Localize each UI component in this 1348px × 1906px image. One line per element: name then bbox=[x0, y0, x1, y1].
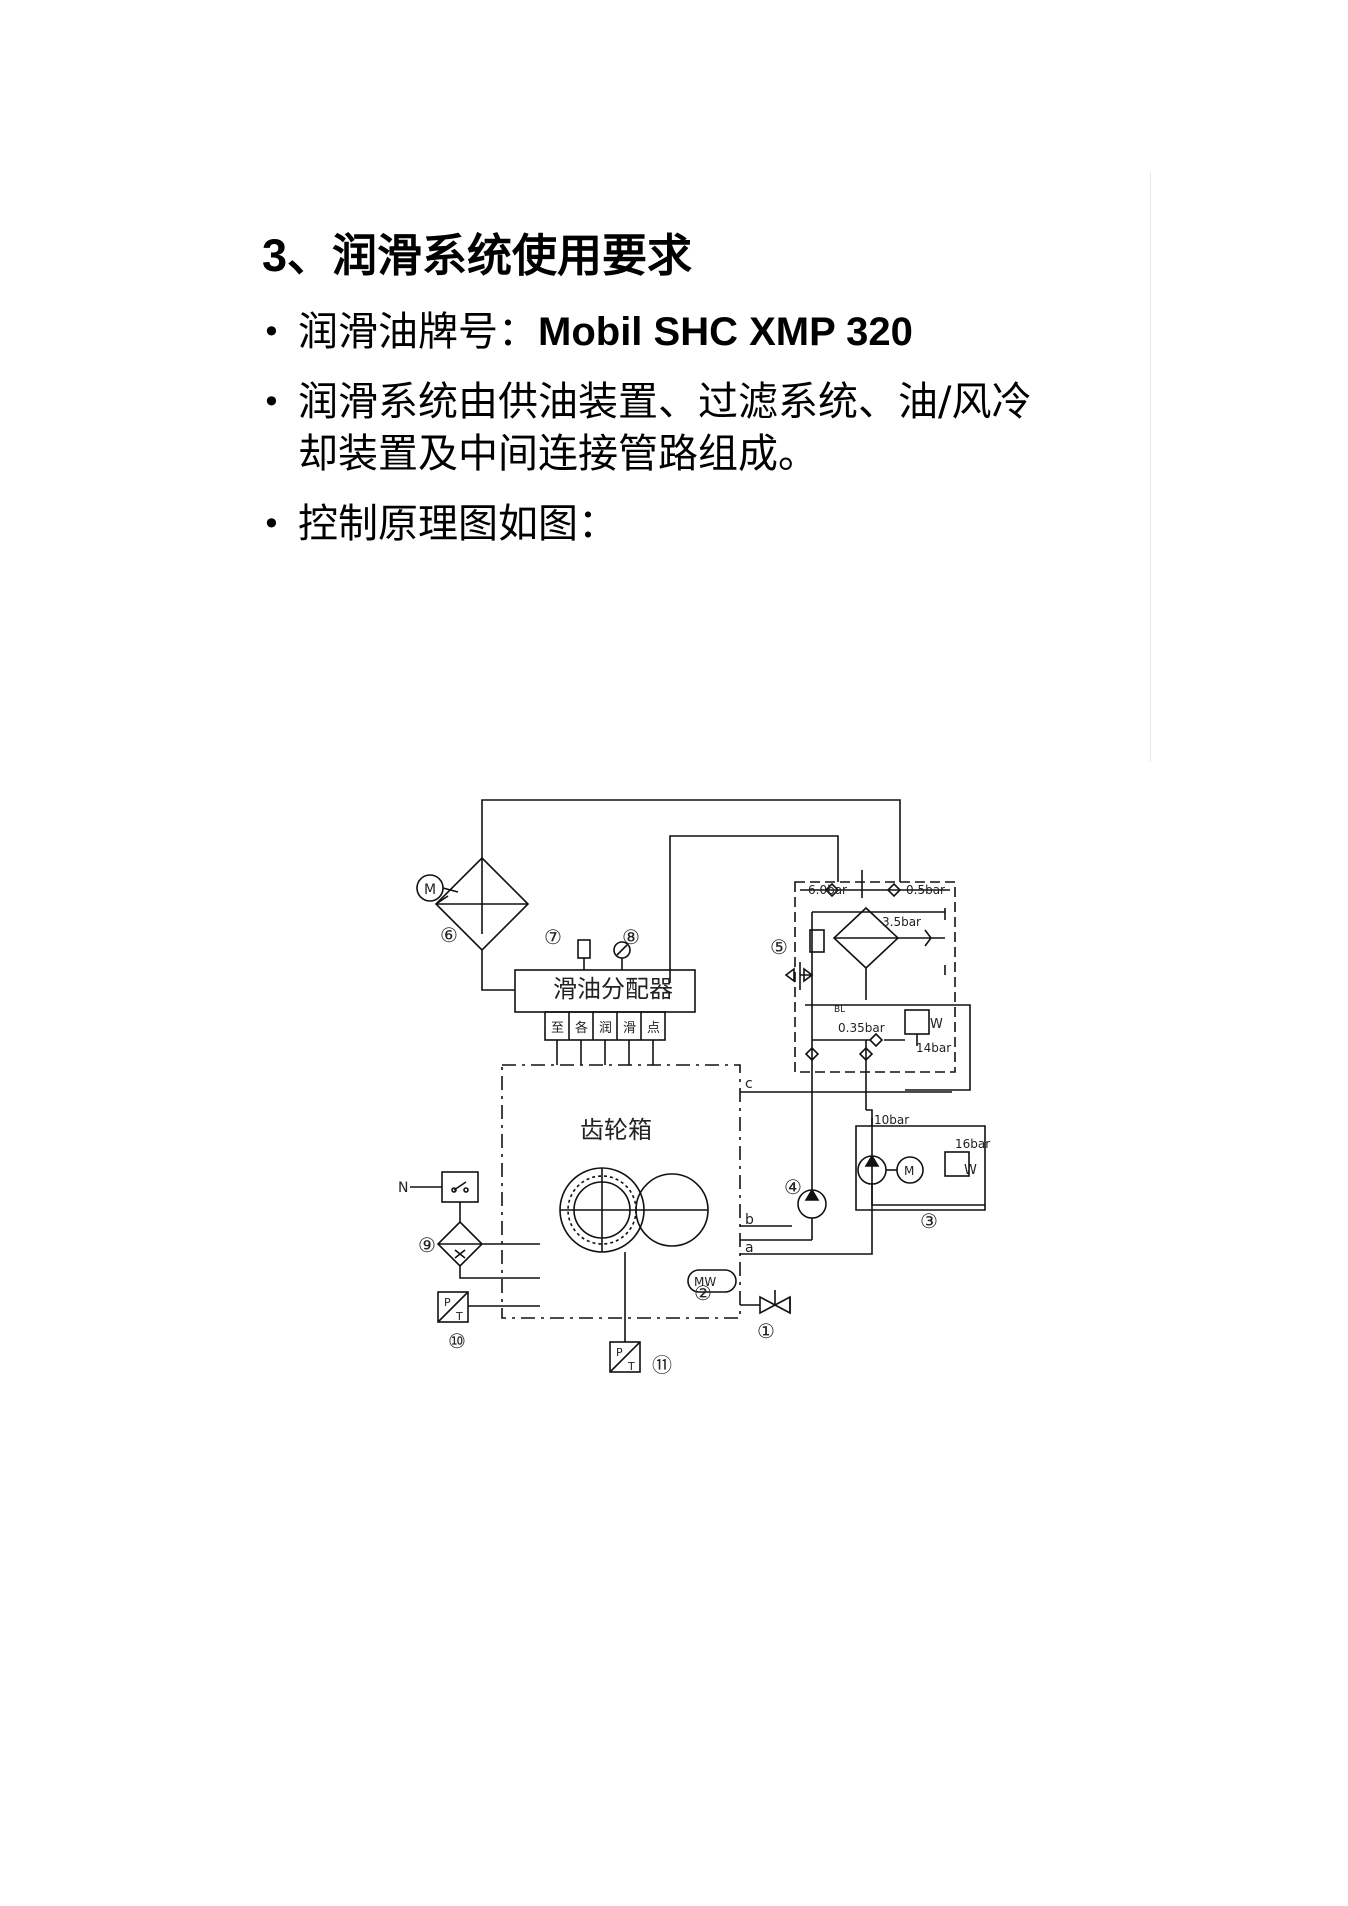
slide-text: 3、润滑系统使用要求 • 润滑油牌号：Mobil SHC XMP 320 • 润滑系… bbox=[262, 228, 1122, 568]
outlet-char-3: 润 bbox=[599, 1021, 612, 1036]
pt-sensor-10 bbox=[437, 1291, 469, 1323]
pt10-p: P bbox=[444, 1296, 451, 1309]
bullet-dot: • bbox=[262, 313, 281, 351]
relief-valve-14-icon bbox=[904, 1009, 930, 1035]
pressure-035bar: 0.35bar bbox=[838, 1021, 885, 1035]
pressure-14bar: 14bar bbox=[916, 1041, 951, 1055]
callout-4: ④ bbox=[784, 1175, 802, 1199]
heater-label: MW bbox=[694, 1275, 716, 1289]
pressure-switch-icon bbox=[577, 939, 591, 959]
heading-number: 3 bbox=[262, 230, 288, 281]
port-b: b bbox=[745, 1212, 754, 1228]
heater-icon bbox=[687, 1269, 737, 1293]
callout-11: ⑪ bbox=[652, 1353, 672, 1377]
bullet-dot: • bbox=[262, 505, 281, 543]
pressure-35bar: 3.5bar bbox=[882, 915, 921, 929]
pressure-6bar: 6.0bar bbox=[808, 883, 847, 897]
differential-indicator-icon bbox=[809, 929, 825, 953]
spring-w-16: W bbox=[964, 1163, 977, 1178]
pt11-t: T bbox=[627, 1360, 635, 1373]
pt10-t: T bbox=[455, 1310, 463, 1323]
control-diagram-text: 控制原理图如图： bbox=[298, 501, 618, 547]
pump-unit-3 bbox=[855, 1125, 986, 1211]
oil-grade-value: Mobil SHC XMP 320 bbox=[538, 310, 913, 354]
outlet-char-1: 至 bbox=[551, 1021, 564, 1036]
callout-5: ⑤ bbox=[770, 935, 788, 959]
cooler-motor-label: M bbox=[424, 882, 436, 898]
distributor-label: 滑油分配器 bbox=[553, 975, 673, 1003]
pt11-p: P bbox=[616, 1346, 623, 1359]
bl-marker: BL bbox=[834, 1005, 845, 1015]
port-a: a bbox=[745, 1240, 754, 1256]
gearbox-label: 齿轮箱 bbox=[580, 1116, 652, 1144]
spring-w-14: W bbox=[930, 1017, 943, 1032]
callout-3: ③ bbox=[920, 1209, 938, 1233]
pressure-05bar: 0.5bar bbox=[906, 883, 945, 897]
composition-line-2: 却装置及中间连接管路组成。 bbox=[298, 431, 818, 477]
gearbox-outline bbox=[501, 1064, 741, 1319]
callout-9: ⑨ bbox=[418, 1233, 436, 1257]
valve-block-5 bbox=[794, 881, 956, 1073]
callout-8: ⑧ bbox=[622, 925, 640, 949]
callout-10: ⑩ bbox=[448, 1329, 466, 1353]
pressure-10bar: 10bar bbox=[874, 1113, 909, 1127]
composition-line-1: 润滑系统由供油装置、过滤系统、油/风冷 bbox=[298, 379, 1032, 425]
bullet-dot: • bbox=[262, 383, 281, 421]
bullet-oil-grade: • 润滑油牌号：Mobil SHC XMP 320 bbox=[262, 306, 1122, 358]
bullet-system-composition: • 润滑系统由供油装置、过滤系统、油/风冷却装置及中间连接管路组成。 bbox=[262, 376, 1122, 480]
bullet-list: • 润滑油牌号：Mobil SHC XMP 320 • 润滑系统由供油装置、过滤系统… bbox=[262, 306, 1122, 550]
heading-text: 、润滑系统使用要求 bbox=[287, 229, 693, 282]
section-heading: 3、润滑系统使用要求 bbox=[262, 228, 1122, 284]
page-edge-line bbox=[1150, 172, 1151, 762]
pump-motor-label: M bbox=[904, 1164, 914, 1178]
bullet-control-diagram: • 控制原理图如图： bbox=[262, 498, 1122, 550]
outlet-char-2: 各 bbox=[575, 1020, 588, 1036]
pressure-16bar: 16bar bbox=[955, 1137, 990, 1151]
outlet-char-5: 点 bbox=[647, 1021, 660, 1036]
callout-1: ① bbox=[757, 1319, 775, 1343]
callout-7: ⑦ bbox=[544, 925, 562, 949]
port-n: N bbox=[398, 1180, 408, 1196]
outlet-char-4: 滑 bbox=[623, 1021, 636, 1036]
callout-2: ② bbox=[694, 1281, 712, 1305]
callout-6: ⑥ bbox=[440, 923, 458, 947]
port-c: c bbox=[745, 1076, 753, 1092]
level-switch-box bbox=[441, 1171, 479, 1203]
oil-grade-prefix: 润滑油牌号： bbox=[298, 309, 538, 355]
